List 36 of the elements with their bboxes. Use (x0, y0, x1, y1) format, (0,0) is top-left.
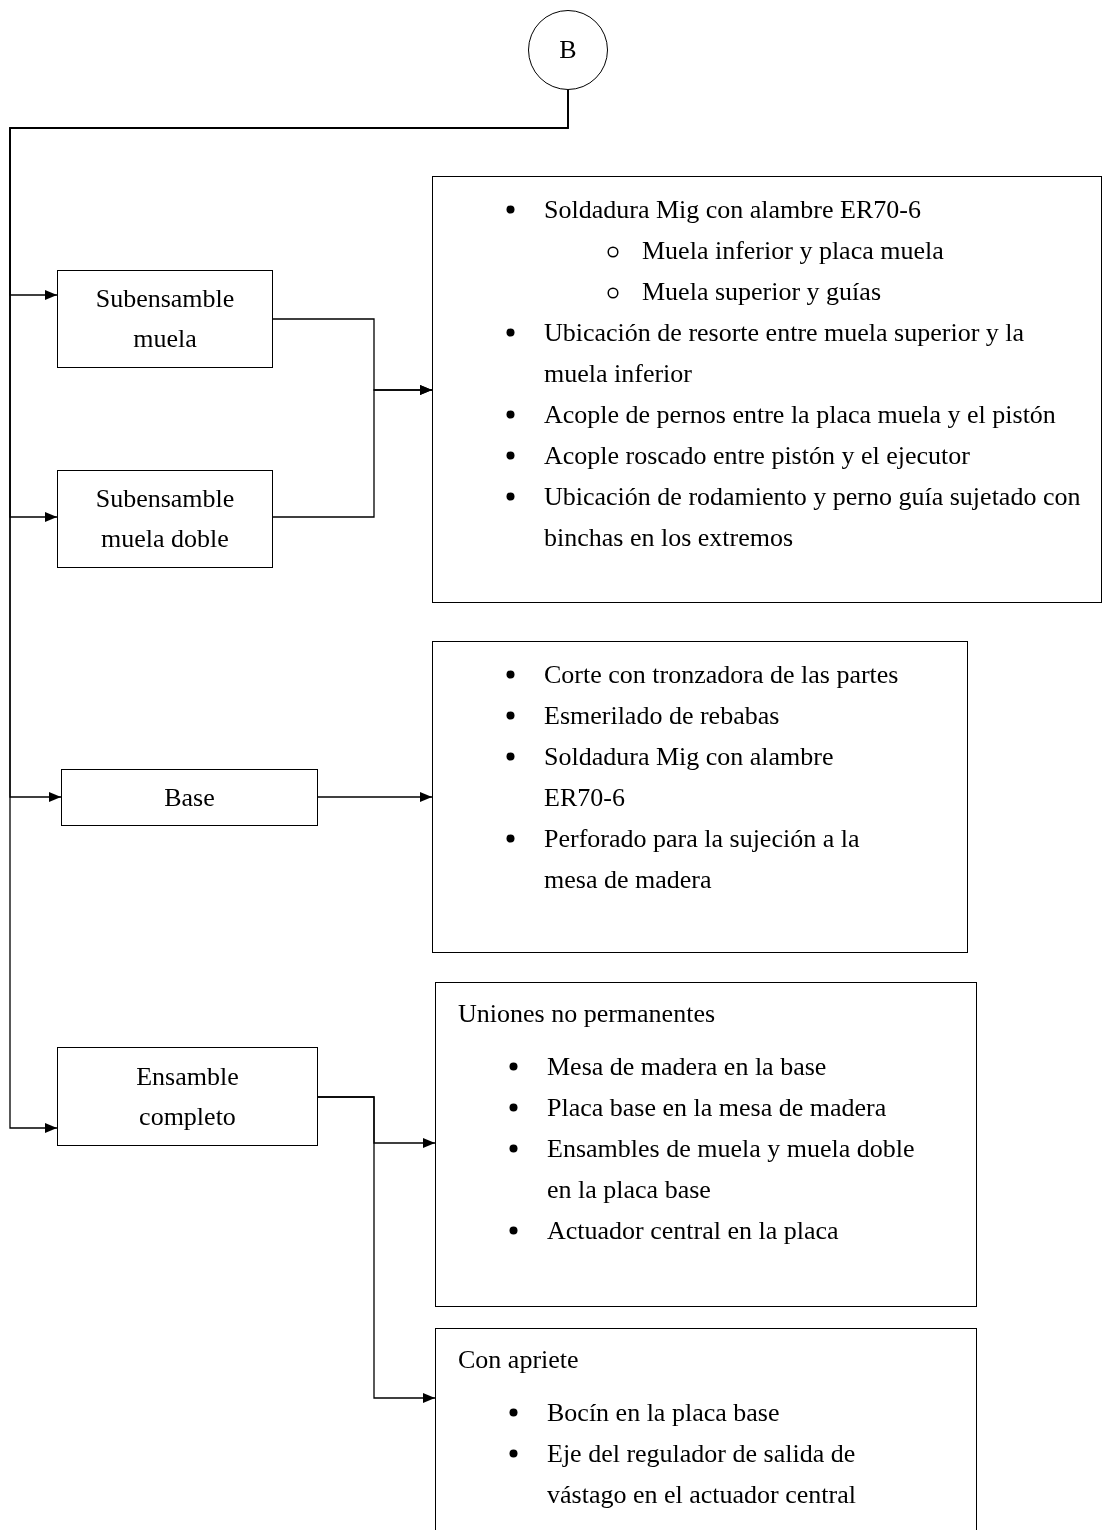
list-item: Eje del regulador de salida de vástago en el actuador central (547, 1438, 857, 1511)
box-label: Base (164, 781, 215, 814)
list-item: Muela inferior y placa muela (642, 235, 945, 267)
process-box (57, 470, 273, 568)
arrow (317, 792, 433, 802)
box-label: B (559, 34, 577, 66)
list-item: Mesa de madera en la base (547, 1051, 828, 1083)
list-item: Soldadura Mig con alambre ER70-6 (544, 194, 922, 226)
list-box (435, 1328, 977, 1530)
list-box (432, 641, 968, 953)
list-item: Placa base en la mesa de madera (547, 1092, 888, 1124)
list-box (435, 982, 977, 1307)
list-item: Acople de pernos entre la placa muela y el pistón (544, 399, 1057, 431)
list-item: Corte con tronzadora de las partes (544, 659, 900, 691)
process-box (61, 769, 318, 826)
list-box (432, 176, 1102, 603)
list-item: Acople roscado entre pistón y el ejecutor (544, 440, 971, 472)
list-item: Muela superior y guías (642, 276, 882, 308)
list-item: Soldadura Mig con alambre ER70-6 (544, 741, 835, 814)
box-label: Subensamble muela doble (94, 483, 236, 555)
arrow (272, 385, 433, 518)
list-item: Perforado para la sujeción a la mesa de madera (544, 823, 861, 896)
list-heading: Con apriete (458, 1344, 580, 1376)
arrow (9, 89, 569, 1133)
list-item: Ubicación de rodamiento y perno guía sujetado con binchas en los extremos (544, 481, 1082, 554)
box-label: Subensamble muela (94, 283, 236, 355)
list-item: Esmerilado de rebabas (544, 700, 781, 732)
box-label: Ensamble completo (135, 1060, 240, 1133)
list-heading: Uniones no permanentes (458, 998, 717, 1030)
list-item: Actuador central en la placa (547, 1215, 840, 1247)
list-item: Ubicación de resorte entre muela superior y la muela inferior (544, 317, 1026, 390)
list-item: Ensambles de muela y muela doble en la placa base (547, 1133, 916, 1206)
list-item: Bocín en la placa base (547, 1397, 781, 1429)
process-box (57, 1047, 318, 1146)
process-box (57, 270, 273, 368)
arrow (317, 1096, 436, 1403)
